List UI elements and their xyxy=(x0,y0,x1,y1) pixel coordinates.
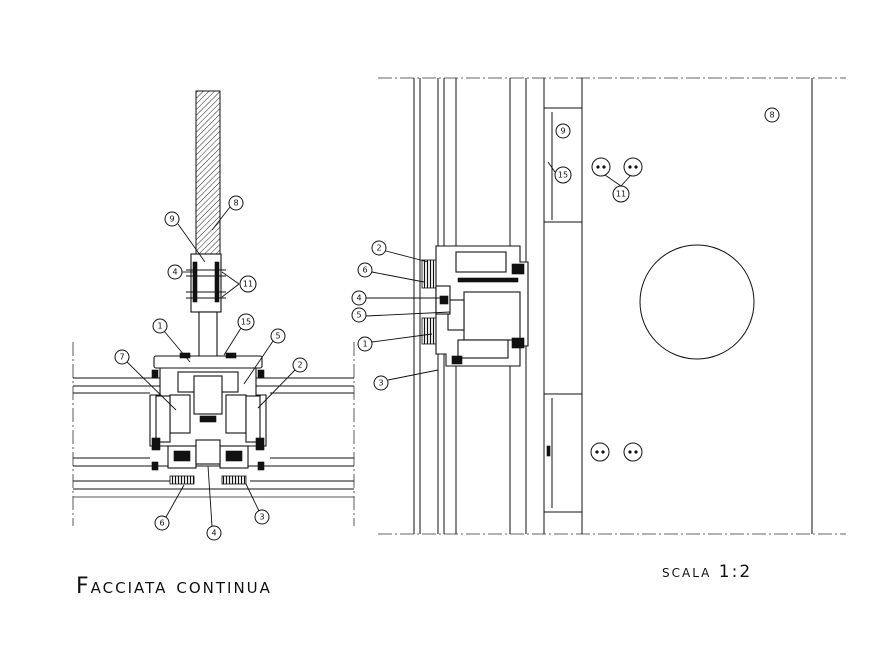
callout-7: 7 xyxy=(114,349,177,411)
callout-1: 1 xyxy=(152,318,191,363)
callout-15: 15 xyxy=(223,313,255,356)
svg-text:2: 2 xyxy=(376,244,381,253)
mullion-cap xyxy=(153,355,263,369)
circular-opening xyxy=(639,244,755,360)
callout-r9: 9 xyxy=(555,123,571,139)
callout-r15: 15 xyxy=(547,161,572,184)
svg-text:5: 5 xyxy=(356,311,361,320)
callout-r2: 2 xyxy=(371,240,429,263)
callout-4: 4 xyxy=(167,264,196,280)
svg-text:3: 3 xyxy=(378,379,383,388)
callout-r5: 5 xyxy=(351,307,451,323)
callout-r4: 4 xyxy=(351,290,442,306)
svg-text:2: 2 xyxy=(297,361,302,370)
left-section-detail: 9 8 4 11 1 15 5 7 2 6 4 3 xyxy=(72,90,355,541)
svg-text:11: 11 xyxy=(243,280,253,289)
svg-text:11: 11 xyxy=(616,190,626,199)
hatched-fin xyxy=(195,90,221,257)
callout-4-bottom: 4 xyxy=(206,465,222,541)
callout-2: 2 xyxy=(257,357,308,409)
callout-r1: 1 xyxy=(357,333,433,352)
svg-text:4: 4 xyxy=(172,268,177,277)
svg-text:9: 9 xyxy=(560,127,565,136)
svg-text:9: 9 xyxy=(169,215,174,224)
fasteners-top xyxy=(591,157,643,177)
svg-text:15: 15 xyxy=(241,318,251,327)
svg-text:8: 8 xyxy=(233,199,238,208)
callout-r6: 6 xyxy=(357,262,425,283)
callout-r11: 11 xyxy=(604,174,632,203)
svg-text:4: 4 xyxy=(356,294,361,303)
callout-r3: 3 xyxy=(373,369,439,391)
right-section-detail: 9 15 11 8 2 6 4 5 1 3 xyxy=(351,77,846,535)
fasteners-bottom xyxy=(590,442,643,462)
svg-text:1: 1 xyxy=(362,340,367,349)
upper-panel xyxy=(543,107,583,223)
callout-8: 8 xyxy=(211,195,244,231)
transom-profile xyxy=(421,245,529,367)
callout-r8: 8 xyxy=(764,107,780,123)
svg-text:6: 6 xyxy=(159,519,164,528)
svg-text:6: 6 xyxy=(362,266,367,275)
svg-text:4: 4 xyxy=(211,529,216,538)
svg-text:15: 15 xyxy=(558,171,568,180)
lower-panel xyxy=(543,393,583,513)
svg-text:5: 5 xyxy=(275,332,280,341)
callout-11: 11 xyxy=(221,271,257,298)
callout-9: 9 xyxy=(164,211,206,263)
svg-text:1: 1 xyxy=(157,322,162,331)
svg-text:7: 7 xyxy=(119,353,124,362)
drawing-title: Facciata continua xyxy=(76,574,272,599)
scale-label: scala 1:2 xyxy=(662,562,753,582)
svg-text:8: 8 xyxy=(769,111,774,120)
callout-3: 3 xyxy=(245,483,270,525)
callout-5: 5 xyxy=(243,328,286,385)
callout-6: 6 xyxy=(154,484,185,531)
svg-text:3: 3 xyxy=(259,513,264,522)
